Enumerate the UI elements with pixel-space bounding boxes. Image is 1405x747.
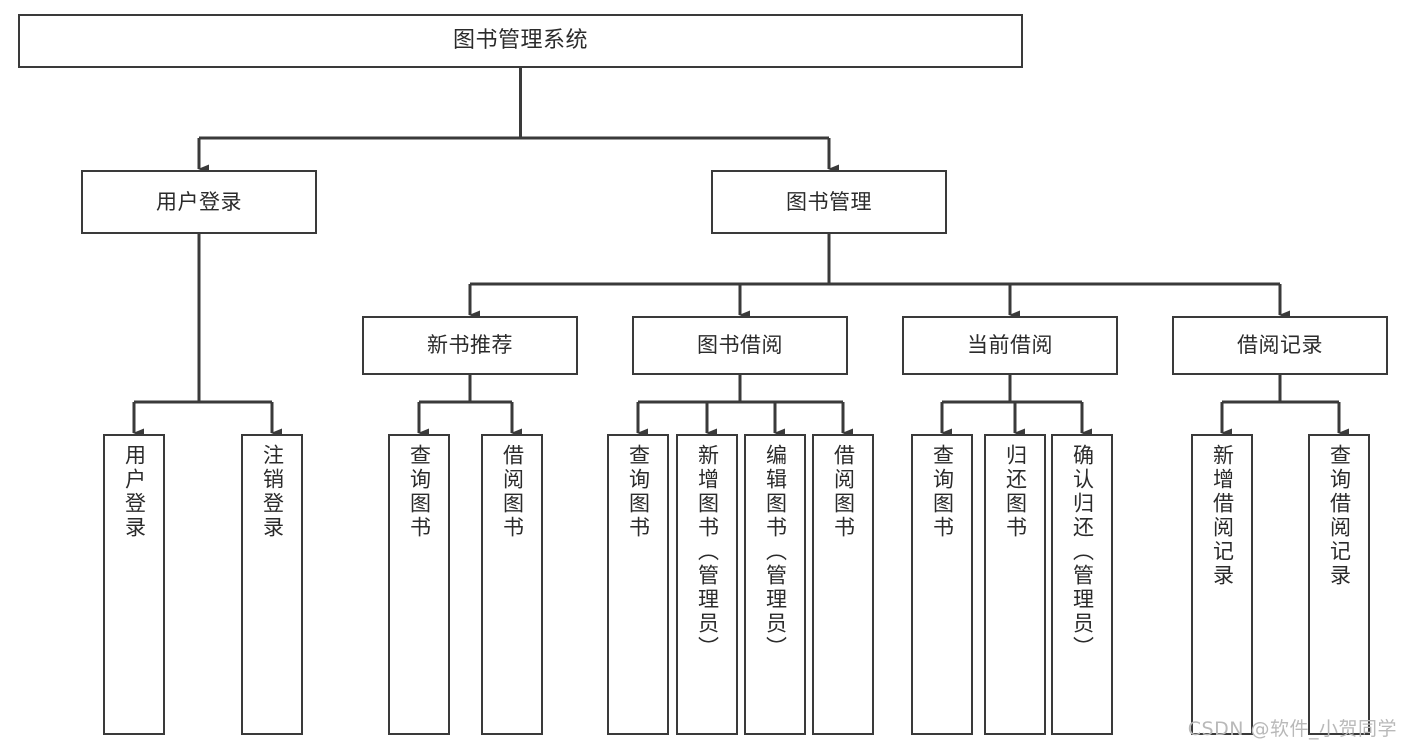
node-leaf-query-record[interactable]: 查询借阅记录 [1308,434,1370,735]
node-leaf-edit-book[interactable]: 编辑图书（管理员） [744,434,806,735]
node-label: 借阅记录 [1237,333,1323,358]
node-label: 用户登录 [156,189,242,214]
node-leaf-query-book-2[interactable]: 查询图书 [607,434,669,735]
node-label: 借阅图书 [500,444,525,540]
node-new-book-rec[interactable]: 新书推荐 [362,316,578,375]
node-leaf-borrow-book-1[interactable]: 借阅图书 [481,434,543,735]
node-book-manage[interactable]: 图书管理 [711,170,947,234]
node-leaf-query-book-3[interactable]: 查询图书 [911,434,973,735]
node-label: 编辑图书（管理员） [763,444,788,660]
node-current-borrow[interactable]: 当前借阅 [902,316,1118,375]
edge-group [132,68,1349,438]
node-label: 查询图书 [626,444,651,540]
node-leaf-query-book-1[interactable]: 查询图书 [388,434,450,735]
node-leaf-add-book[interactable]: 新增图书（管理员） [676,434,738,735]
node-label: 图书管理 [786,189,872,214]
node-label: 新增图书（管理员） [695,444,720,660]
node-leaf-user-login[interactable]: 用户登录 [103,434,165,735]
node-label: 图书借阅 [697,333,783,358]
node-user-login[interactable]: 用户登录 [81,170,317,234]
node-label: 注销登录 [260,444,285,540]
watermark-text: CSDN @软件_小贺同学 [1187,718,1397,740]
node-leaf-return-book[interactable]: 归还图书 [984,434,1046,735]
node-label: 图书管理系统 [452,28,588,54]
node-root[interactable]: 图书管理系统 [18,14,1023,68]
node-leaf-borrow-book-2[interactable]: 借阅图书 [812,434,874,735]
node-leaf-logout[interactable]: 注销登录 [241,434,303,735]
node-label: 新增借阅记录 [1210,444,1235,588]
node-label: 查询借阅记录 [1327,444,1352,588]
node-leaf-add-record[interactable]: 新增借阅记录 [1191,434,1253,735]
node-borrow-record[interactable]: 借阅记录 [1172,316,1388,375]
node-label: 确认归还（管理员） [1070,444,1095,660]
node-label: 查询图书 [407,444,432,540]
node-label: 借阅图书 [831,444,856,540]
node-label: 新书推荐 [427,333,513,358]
node-leaf-confirm-return[interactable]: 确认归还（管理员） [1051,434,1113,735]
node-book-borrow[interactable]: 图书借阅 [632,316,848,375]
node-label: 查询图书 [930,444,955,540]
node-label: 用户登录 [122,444,147,540]
node-label: 归还图书 [1003,444,1028,540]
node-label: 当前借阅 [967,333,1053,358]
